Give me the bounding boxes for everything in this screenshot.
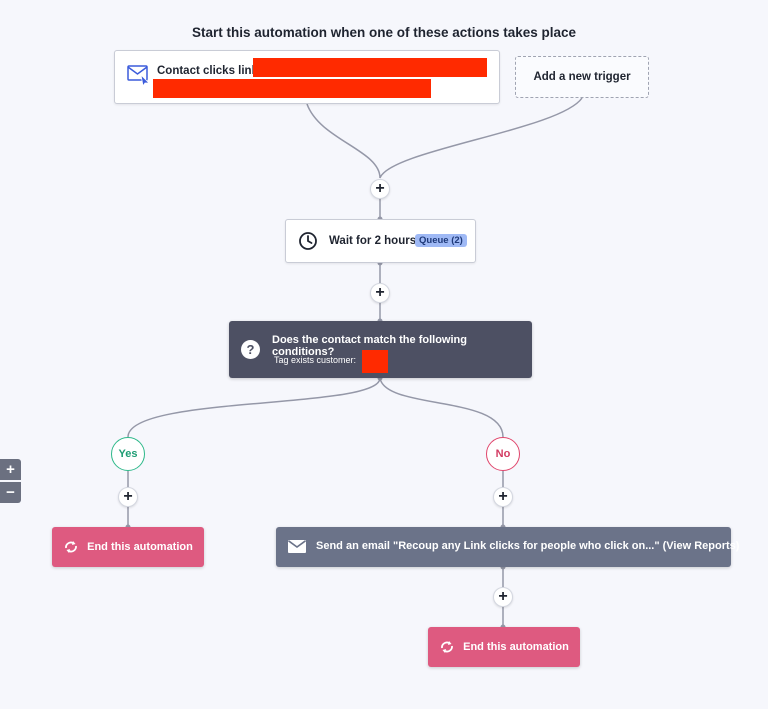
envelope-icon [288, 540, 306, 553]
page-title: Start this automation when one of these … [191, 25, 577, 40]
add-step-button[interactable]: + [493, 487, 513, 507]
loop-icon [65, 541, 78, 553]
add-step-button[interactable]: + [118, 487, 138, 507]
condition-title: Does the contact match the following con… [272, 334, 467, 358]
queue-badge[interactable]: Queue (2) [415, 234, 467, 247]
add-step-button[interactable]: + [370, 179, 390, 199]
connector-add-trigger-to-plus [379, 97, 583, 179]
loop-icon [441, 641, 454, 653]
question-icon: ? [241, 340, 260, 359]
connector-trigger-to-plus [306, 103, 381, 179]
connector-condition-to-yes [127, 377, 381, 438]
add-step-button[interactable]: + [493, 587, 513, 607]
end-automation-step[interactable]: End this automation [52, 527, 204, 567]
email-click-icon [127, 63, 153, 88]
condition-subtitle: Tag exists customer: [274, 355, 357, 365]
add-step-button[interactable]: + [370, 283, 390, 303]
condition-card[interactable]: ? Does the contact match the following c… [229, 321, 532, 378]
trigger-card[interactable]: Contact clicks link [114, 50, 500, 104]
send-email-label: Send an email "Recoup any Link clicks fo… [316, 540, 740, 552]
end-automation-label: End this automation [87, 541, 193, 553]
trigger-label: Contact clicks link [157, 65, 258, 77]
zoom-out-button[interactable]: − [0, 482, 21, 503]
zoom-in-button[interactable]: + [0, 459, 21, 480]
add-trigger-button[interactable]: Add a new trigger [515, 56, 649, 98]
send-email-step[interactable]: Send an email "Recoup any Link clicks fo… [276, 527, 739, 567]
redaction-block [153, 79, 431, 98]
end-automation-label: End this automation [463, 641, 569, 653]
yes-branch[interactable]: Yes [111, 437, 145, 471]
end-automation-step[interactable]: End this automation [428, 627, 580, 667]
clock-icon [298, 231, 318, 251]
redaction-block [253, 58, 487, 77]
redaction-block [362, 350, 388, 373]
wait-label: Wait for 2 hours [329, 235, 417, 247]
wait-step-card[interactable]: Wait for 2 hours Queue (2) [285, 219, 476, 263]
connector-condition-to-no [379, 377, 504, 438]
no-branch[interactable]: No [486, 437, 520, 471]
